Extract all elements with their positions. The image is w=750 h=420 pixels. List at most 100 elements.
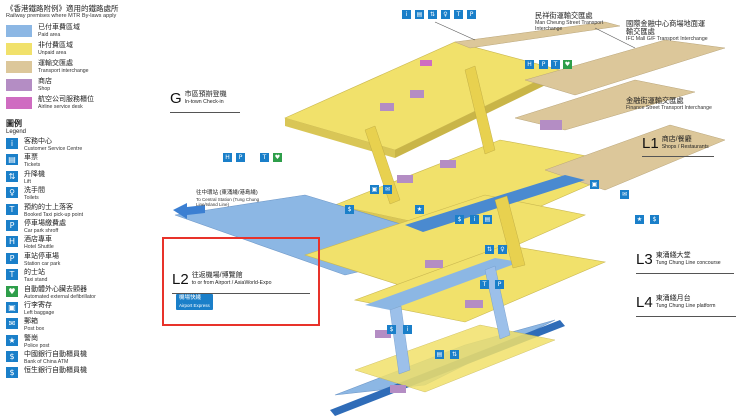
left-baggage-icon: ▣ [590,180,599,189]
legend-item-zh: 預約的士上落客 [24,203,73,211]
boc-atm-icon: $ [6,351,18,363]
legend-item-en: Customer Service Centre [24,146,83,152]
notice-zh: 《香港鐵路附例》適用的鐵路處所 [6,4,119,13]
legend-row: $ 恒生銀行自動櫃員機 [6,367,165,383]
area-swatch [6,43,32,55]
ticket-icon: ▤ [415,10,424,19]
level-name-zh: 往返機場/博覽館 [191,272,243,279]
ticket-icon: ▤ [435,350,444,359]
notice-en: Railway premises where MTR By-laws apply [6,13,117,19]
legend-item-zh: 恒生銀行自動櫃員機 [24,367,87,375]
car-park-shroff-icon: P [6,219,18,231]
lift-icon: ⇅ [450,350,459,359]
area-name-en: Unpaid area [38,50,67,56]
legend-item-zh: 升降機 [24,170,45,178]
legend-item-zh: 停車場繳費處 [24,219,66,227]
toilet-icon: ♀ [441,10,450,19]
airport-express-en: Airport Express [179,303,210,308]
level-name-en: In-town Check-in [184,99,224,105]
legend-item-en: Booked Taxi pick-up point [24,211,84,218]
area-swatch [6,97,32,109]
level-name-en: to or from Airport / AsiaWorld-Expo [191,280,272,286]
boc-atm-icon: $ [650,215,659,224]
escalator-g-l1-left [364,125,401,205]
legend-item-en: Station car park [24,260,61,267]
shop-block [425,260,443,268]
escalator-l3-l4 [389,305,411,375]
legend-item-en: Car park shroff [24,227,59,234]
airport-express-logo: 機場快綫 Airport Express [176,294,213,310]
legend-panel: 《香港鐵路附例》適用的鐵路處所 Railway premises where M… [0,0,165,420]
airline-desk-block [420,60,432,66]
lift-icon: ⇅ [6,170,18,182]
level-name-en: Shops / Restaurants [661,144,709,150]
left-baggage-icon: ▣ [6,301,18,313]
area-swatch [6,25,32,37]
g-level-edge [285,118,395,158]
area-name-zh: 已付車費區域 [38,24,80,31]
hotel-shuttle-icon: H [223,153,232,162]
callout-finance-street: 金融街運輸交匯處 Finance Street Transport Interc… [626,97,738,112]
level-underline [636,273,734,274]
defibrillator-icon: ♥ [273,153,282,162]
taxi-icon: T [551,60,560,69]
callout-zh: 國際金融中心商場地面運輸交匯處 [626,19,706,36]
customer-service-icon: i [403,325,412,334]
legend-item-zh: 行李寄存 [24,301,52,309]
escalator-g-l1-right [464,65,496,155]
level-code: L4 [636,294,653,311]
direction-en: To Central Station (Tung Chung Line/Isla… [196,196,260,207]
level-name-zh: 市區預辦登機 [184,91,227,98]
legend-item-en: Taxi stand [24,277,48,284]
post-box-icon: ✉ [383,185,392,194]
leader-line [594,27,636,49]
booked-taxi-icon: T [6,203,18,215]
level-label-l3: L3 東涌綫大堂 Tung Chung Line concourse [636,252,721,267]
shop-block [540,120,562,130]
police-post-icon: ★ [635,215,644,224]
legend-item-en: Automated external defibrillator [24,293,96,300]
legend-item-zh: 的士站 [24,269,45,277]
escalator-l1-l3 [494,195,526,269]
shop-block [390,385,406,393]
shop-block [440,160,456,168]
level-code: L1 [642,135,659,152]
police-post-icon: ★ [415,205,424,214]
legend-item-zh: 酒店專車 [24,236,52,244]
direction-to-central: 往中環站 (東涌綫/港島綫) To Central Station (Tung … [196,190,266,207]
police-post-icon: ★ [6,334,18,346]
area-swatch [6,79,32,91]
area-name-en: Paid area [38,32,61,38]
car-park-shroff-icon: P [495,280,504,289]
shop-block [380,103,394,111]
car-park-icon: P [539,60,548,69]
shop-block [410,90,424,98]
shop-block [375,330,391,338]
hotel-shuttle-icon: H [525,60,534,69]
hangseng-atm-icon: $ [6,367,18,379]
legend-title-en: Legend [6,129,27,135]
leader-line [434,21,476,41]
taxi-icon: T [6,269,18,281]
legend-item-en: Hotel Shuttle [24,244,54,251]
legend-item-en: Bank of China ATM [24,359,69,366]
legend-item-zh: 郵箱 [24,318,38,326]
boc-atm-icon: $ [345,205,354,214]
area-name-en: Shop [38,86,51,92]
left-baggage-icon: ▣ [370,185,379,194]
defibrillator-icon: ♥ [563,60,572,69]
